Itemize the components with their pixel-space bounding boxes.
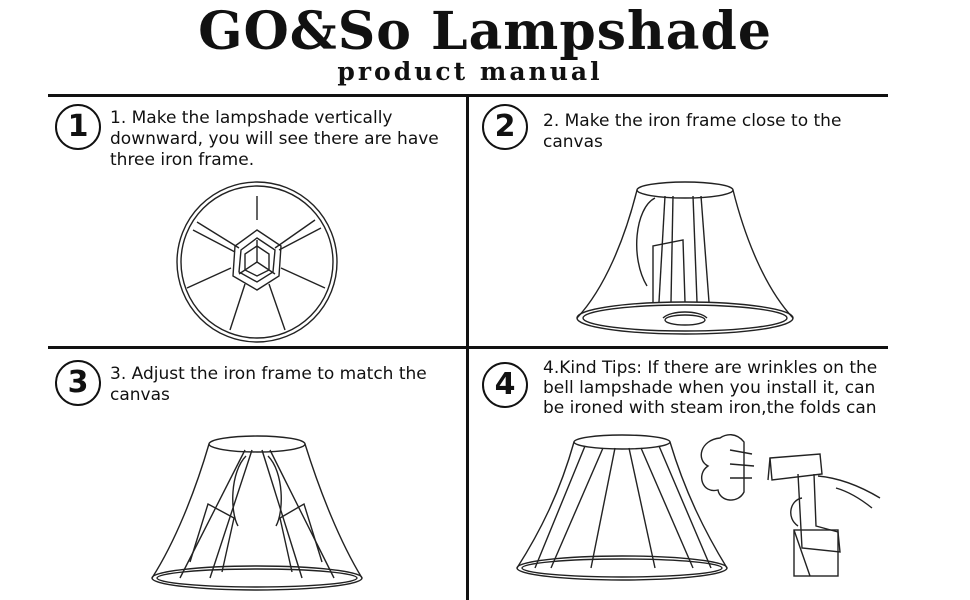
divider-vertical (466, 94, 469, 600)
step-instruction: 4.Kind Tips: If there are wrinkles on th… (543, 358, 878, 418)
page-subtitle: product manual (337, 57, 603, 86)
step-instruction: 2. Make the iron frame close to the canv… (543, 111, 842, 152)
lampshade-frame-illustration (151, 435, 363, 591)
lampshade-frame-illustration (576, 181, 794, 335)
steam-iron-illustration (700, 434, 881, 577)
page-title: GO&So Lampshade (198, 1, 772, 62)
step-number-badge: 4 (482, 362, 528, 408)
step-number-badge: 1 (55, 104, 101, 150)
lampshade-frame-illustration (516, 434, 728, 581)
top-view-frame-illustration (176, 181, 338, 343)
step-instruction: 3. Adjust the iron frame to match the ca… (110, 364, 427, 405)
step-instruction: 1. Make the lampshade vertically downwar… (110, 108, 439, 170)
step-number-badge: 3 (55, 360, 101, 406)
step-number-badge: 2 (482, 104, 528, 150)
